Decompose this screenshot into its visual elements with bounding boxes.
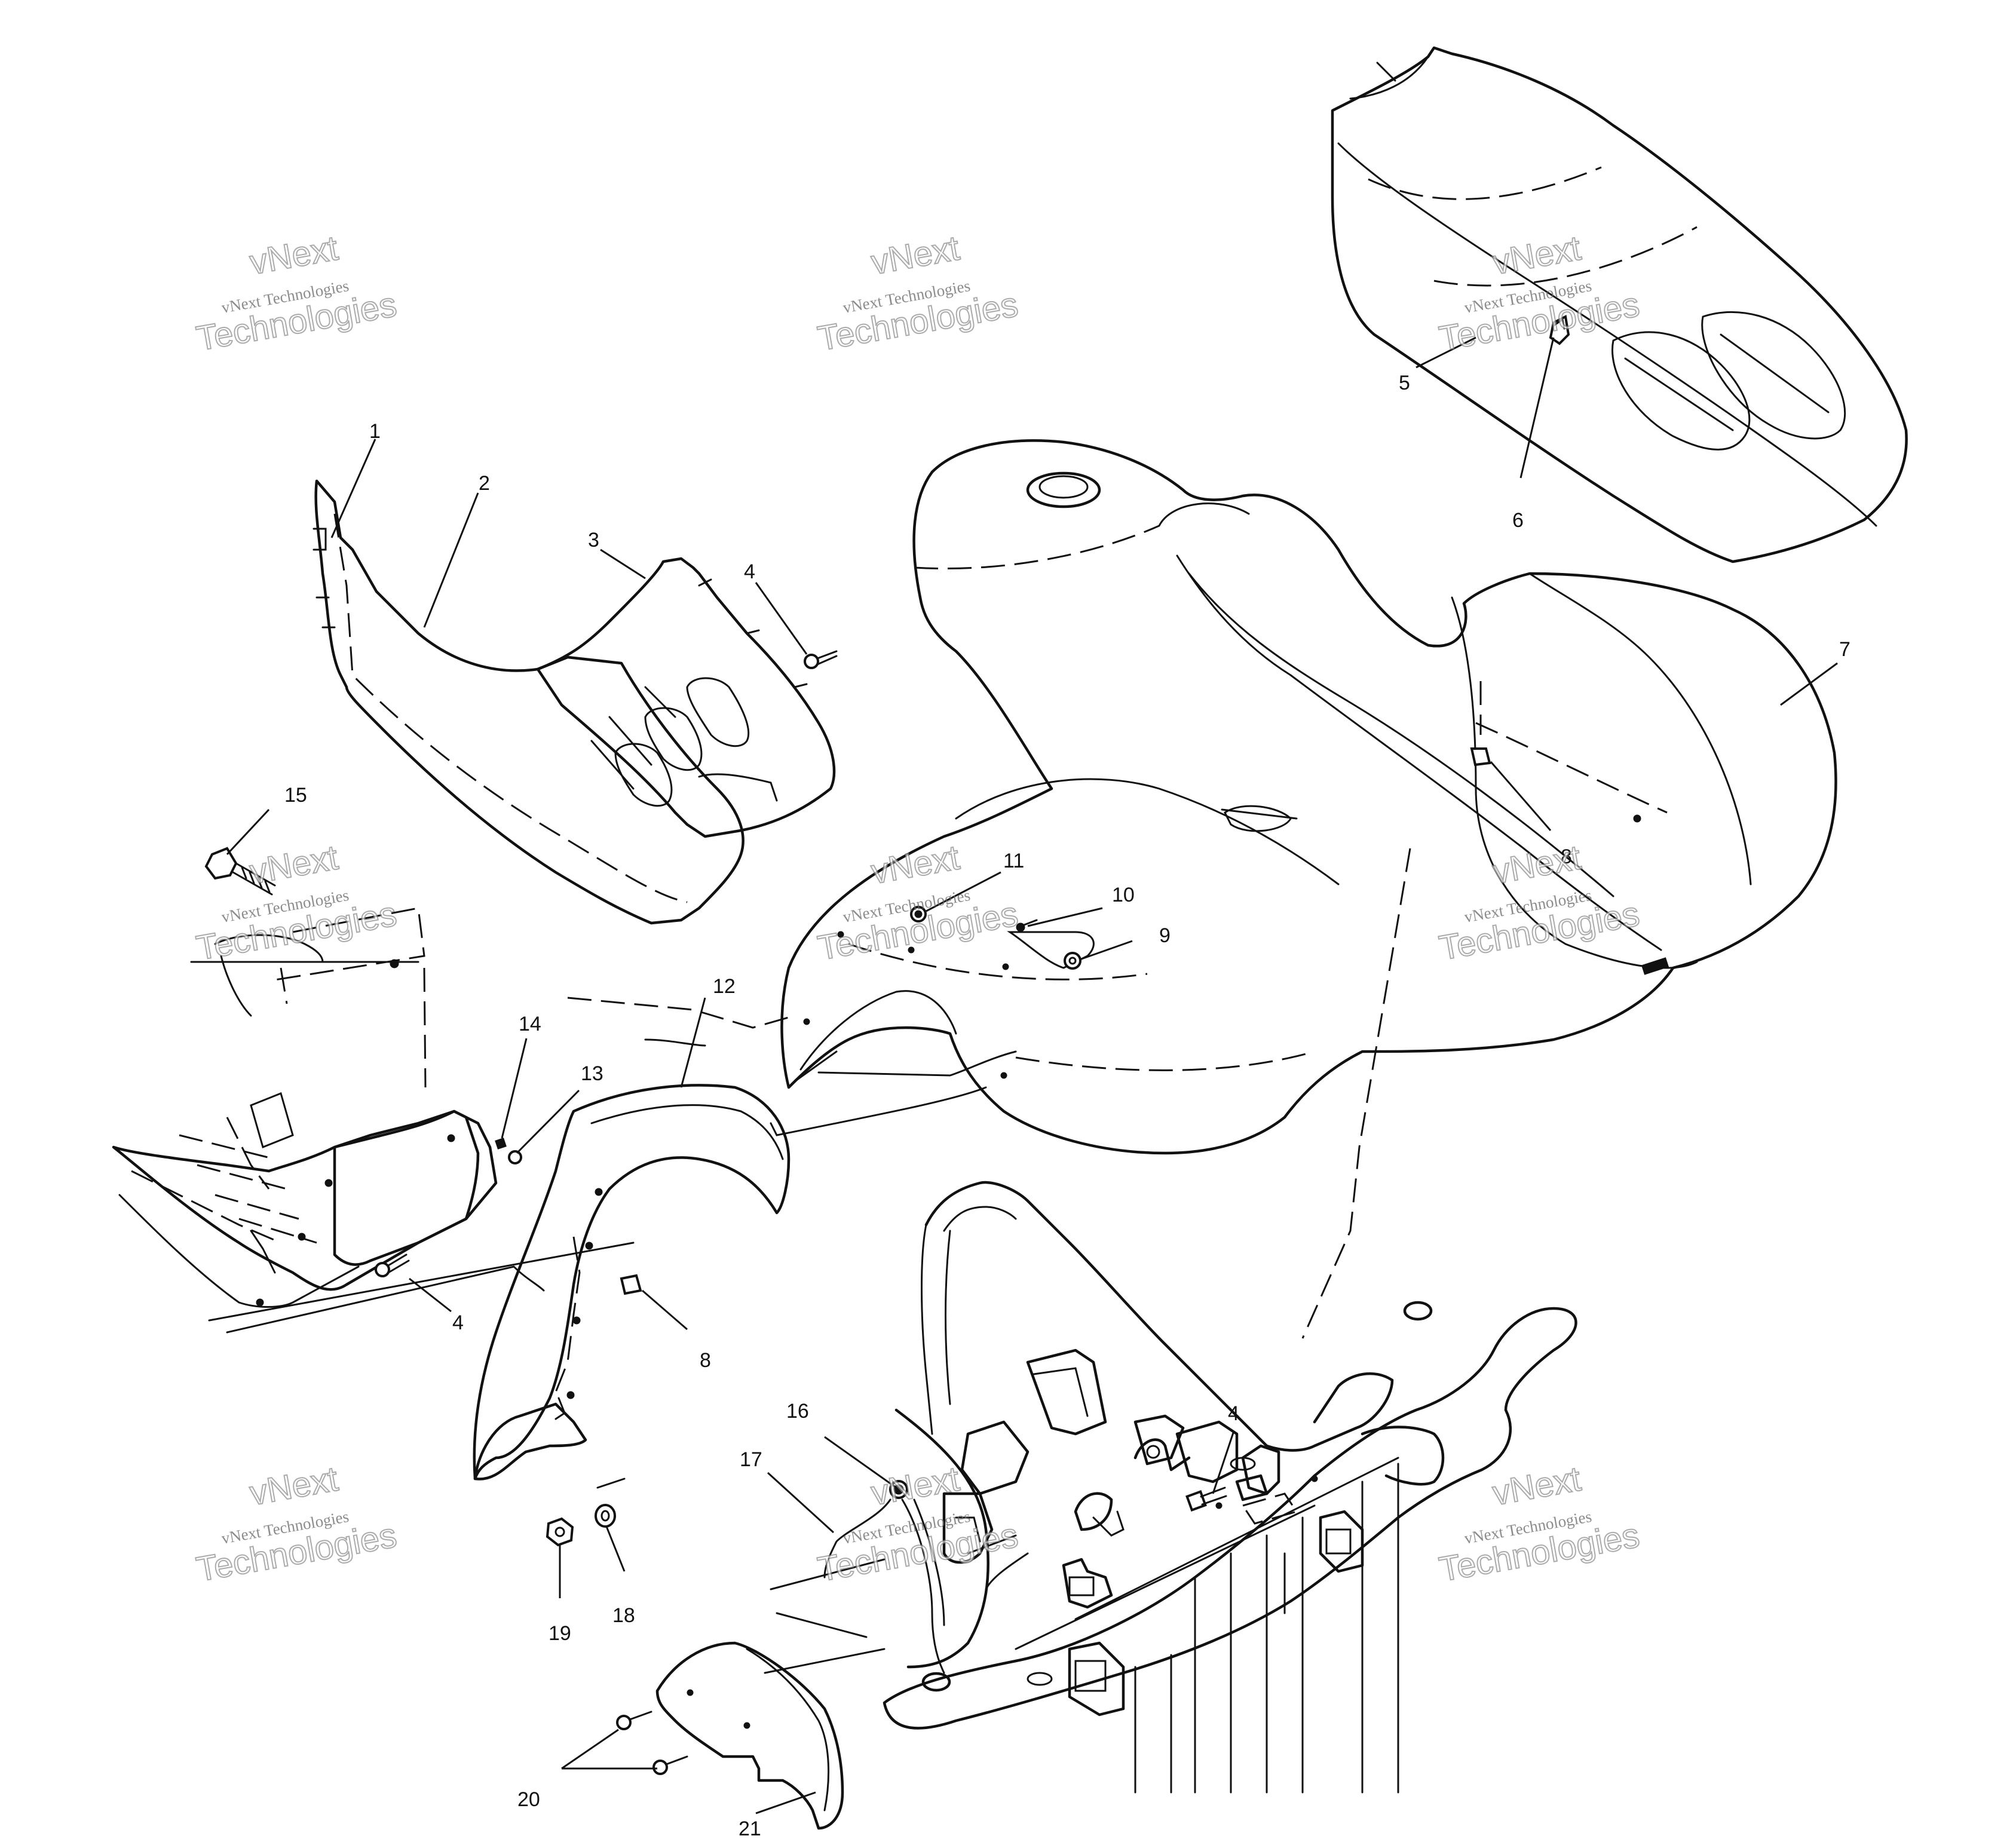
callout-6: 6 — [1512, 509, 1524, 532]
watermark-text-1: vNext — [247, 228, 341, 282]
hardware-screws — [204, 315, 1570, 1775]
callout-21: 21 — [739, 1817, 761, 1836]
callout-9: 9 — [1159, 924, 1171, 947]
watermark-top-center: vNext vNext Technologies Technologies — [814, 228, 1022, 358]
watermark-text-1: vNext — [868, 838, 962, 891]
callout-12: 12 — [713, 975, 736, 998]
callout-labels: 1 2 3 4 5 6 7 8 9 10 11 12 13 14 15 4 8 … — [284, 372, 1850, 1839]
leader-lines — [226, 336, 1838, 1815]
part-12-fender-flare — [473, 1084, 791, 1481]
callout-16: 16 — [786, 1400, 809, 1423]
watermark-mid-center: vNext vNext Technologies Technologies — [814, 837, 1022, 968]
watermark-mid-right: vNext vNext Technologies Technologies — [1436, 837, 1643, 968]
callout-19: 19 — [549, 1622, 571, 1645]
left-footrest — [112, 907, 635, 1322]
callout-13: 13 — [581, 1062, 603, 1085]
callout-8-left: 8 — [700, 1349, 711, 1372]
callout-15: 15 — [284, 784, 307, 807]
watermark-top-left: vNext vNext Technologies Technologies — [193, 228, 400, 358]
frame-assembly — [883, 1181, 1577, 1794]
callout-10: 10 — [1112, 884, 1135, 906]
callout-3: 3 — [588, 529, 599, 551]
callout-20: 20 — [517, 1788, 540, 1811]
callout-7: 7 — [1839, 638, 1850, 661]
watermark-text-1: vNext — [868, 228, 962, 282]
watermark-text-1: vNext — [247, 1459, 341, 1513]
watermark-mid-left: vNext vNext Technologies Technologies — [193, 837, 400, 968]
watermark-text-1: vNext — [1490, 228, 1583, 282]
part-5-seat-panel — [1331, 46, 1908, 563]
callout-1: 1 — [369, 420, 381, 443]
watermark-text-1: vNext — [247, 838, 341, 891]
callout-14: 14 — [519, 1013, 541, 1035]
reference-lines — [226, 681, 1482, 1674]
part-2-side-panel — [312, 479, 744, 925]
watermark-bottom-left: vNext vNext Technologies Technologies — [193, 1458, 400, 1589]
part-7-rear-fender — [780, 439, 1837, 1155]
callout-4-top: 4 — [744, 560, 755, 583]
callout-5: 5 — [1399, 372, 1410, 394]
callout-18: 18 — [612, 1604, 635, 1627]
callout-4-frame: 4 — [1228, 1402, 1239, 1425]
callout-11: 11 — [1003, 850, 1024, 872]
watermark-text-1: vNext — [868, 1459, 962, 1513]
watermark-text-1: vNext — [1490, 1459, 1583, 1513]
callout-4-left: 4 — [452, 1311, 464, 1334]
callout-8-right: 8 — [1561, 845, 1572, 868]
callout-2: 2 — [479, 472, 490, 495]
part-21-splash-guard — [655, 1641, 844, 1830]
watermark-top-right: vNext vNext Technologies Technologies — [1436, 228, 1643, 358]
callout-17: 17 — [740, 1448, 762, 1471]
part-3-footrest-panel — [536, 557, 836, 838]
watermark-bottom-right: vNext vNext Technologies Technologies — [1436, 1458, 1643, 1589]
